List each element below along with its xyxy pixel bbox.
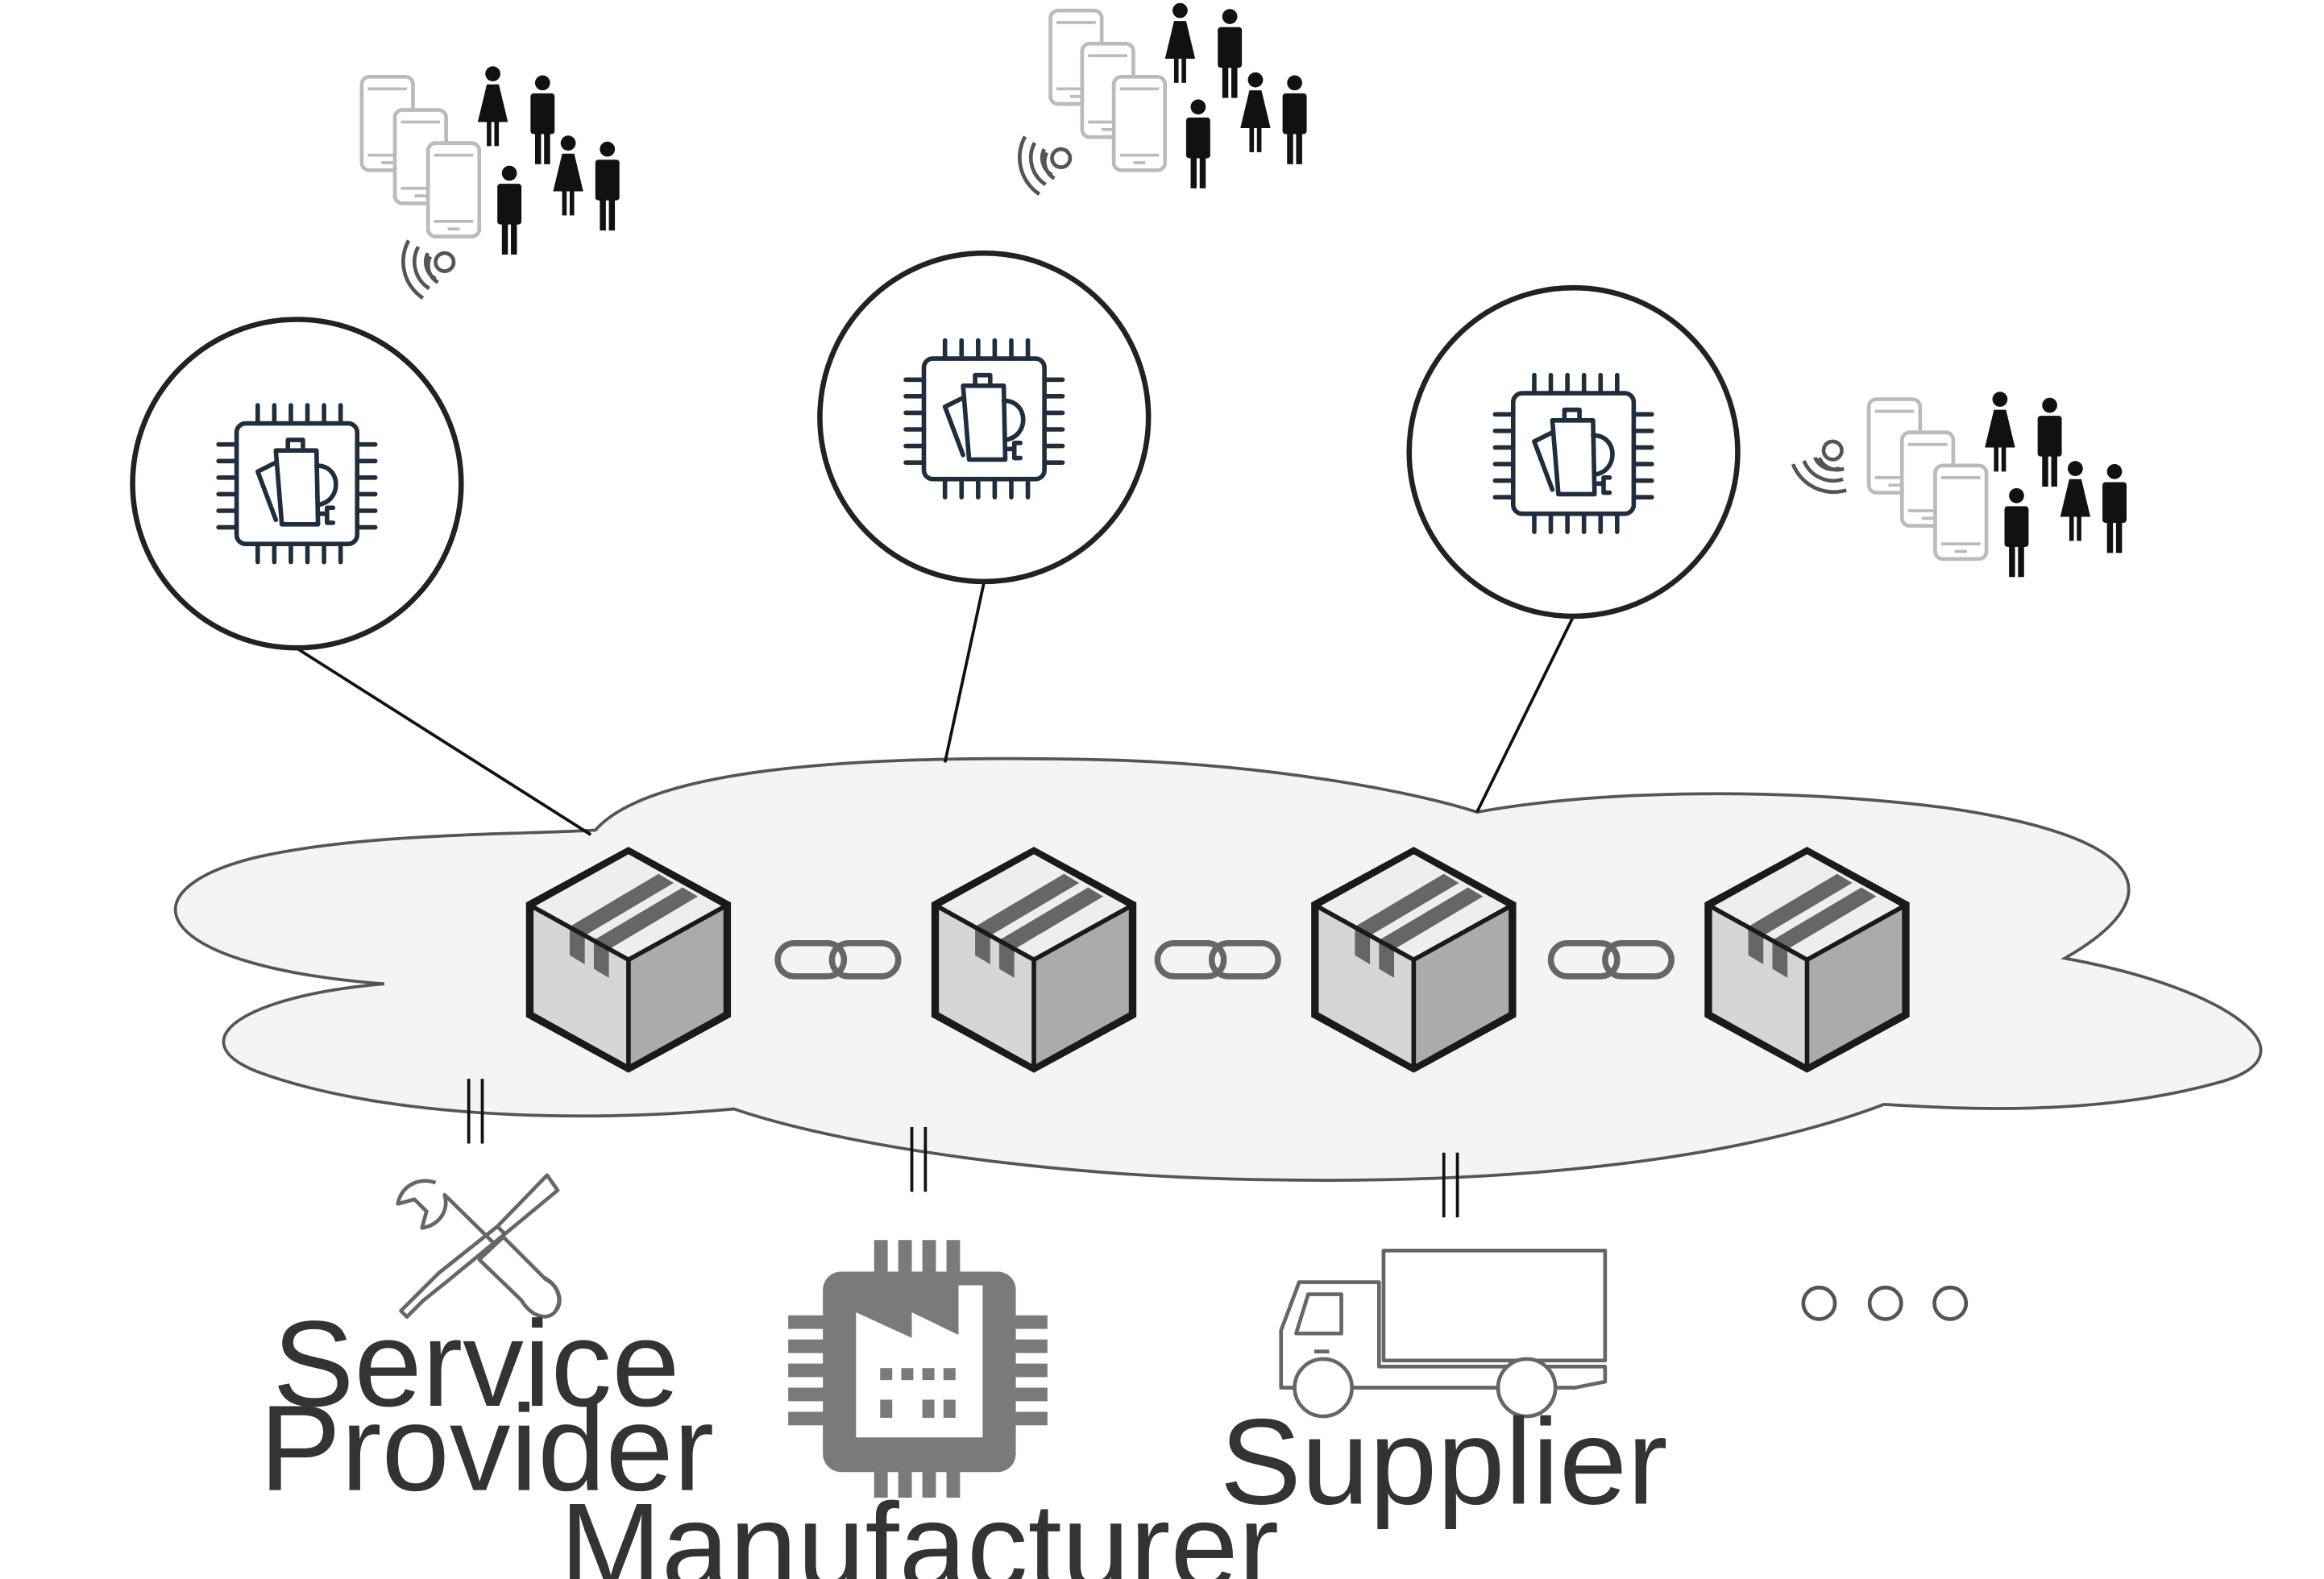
- user-group: [1791, 392, 2127, 578]
- double-line-connector: [910, 1126, 928, 1192]
- wrench-screwdriver-icon: [396, 1173, 562, 1319]
- person-icon: [595, 141, 620, 231]
- smartphone-icon: [1114, 77, 1165, 170]
- double-line-connector: [1442, 1152, 1459, 1218]
- manufacturer-label: Manufacturer: [560, 1478, 1280, 1579]
- person-icon: [497, 165, 522, 255]
- person-icon: [530, 75, 555, 164]
- iot-device-node: [1406, 284, 1741, 620]
- truck-icon: [1279, 1248, 1608, 1419]
- double-line-connector: [467, 1079, 484, 1144]
- person-icon: [1164, 2, 1196, 83]
- smartphone-icon: [428, 143, 479, 237]
- person-icon: [1240, 72, 1271, 152]
- connector-line: [943, 581, 986, 763]
- person-icon: [1185, 99, 1210, 189]
- wireless-signal-icon: [1014, 136, 1073, 198]
- person-icon: [1985, 392, 2015, 472]
- wireless-signal-icon: [1791, 433, 1865, 508]
- user-group: [362, 66, 620, 302]
- person-icon: [1282, 75, 1307, 164]
- user-group: [1014, 2, 1307, 198]
- person-icon: [2037, 397, 2062, 487]
- iot-device-node: [130, 317, 464, 651]
- smartphone-icon: [1935, 466, 1986, 559]
- service-provider-label-line2: Provider: [259, 1381, 714, 1517]
- person-icon: [1218, 9, 1243, 98]
- service-provider-label-line1: Service: [272, 1296, 679, 1432]
- connector-line: [1475, 615, 1575, 813]
- connector-line: [297, 648, 592, 836]
- person-icon: [2102, 464, 2127, 553]
- supplier-label: Supplier: [1220, 1395, 1668, 1531]
- iot-device-node: [817, 250, 1152, 585]
- wireless-signal-icon: [397, 240, 456, 302]
- person-icon: [477, 66, 508, 147]
- person-icon: [2060, 461, 2091, 541]
- person-icon: [2004, 487, 2029, 578]
- person-icon: [553, 135, 583, 216]
- ellipsis-icon: [1801, 1285, 1969, 1321]
- factory-chip-icon: [788, 1240, 1048, 1498]
